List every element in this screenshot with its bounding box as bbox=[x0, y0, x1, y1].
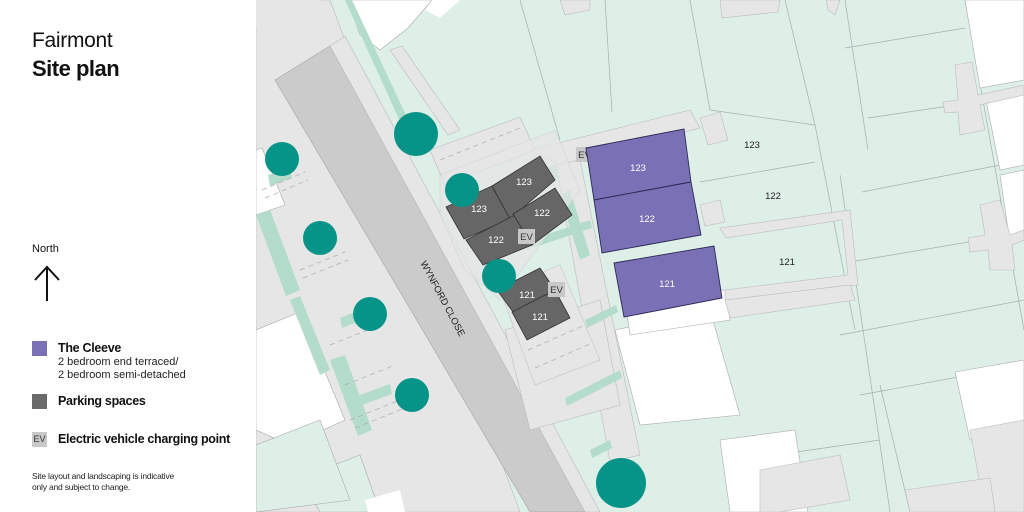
cleeve-swatch bbox=[32, 341, 47, 356]
house-label: 121 bbox=[659, 279, 675, 290]
north-arrow-icon bbox=[34, 265, 60, 301]
garden-label: 121 bbox=[779, 257, 795, 268]
garden-label: 122 bbox=[765, 191, 781, 202]
tree-icons bbox=[265, 112, 646, 508]
legend-title: Parking spaces bbox=[58, 394, 146, 408]
house-label: 123 bbox=[630, 163, 646, 174]
ev-label: EV bbox=[550, 285, 563, 296]
ev-swatch: EV bbox=[32, 432, 47, 447]
disclaimer-line: Site layout and landscaping is indicativ… bbox=[32, 471, 175, 481]
legend-item-cleeve: The Cleeve 2 bedroom end terraced/ 2 bed… bbox=[32, 341, 186, 382]
legend-panel: Fairmont Site plan North The Cleeve 2 be… bbox=[0, 0, 256, 512]
house-label: 122 bbox=[639, 214, 655, 225]
parking-swatch bbox=[32, 394, 47, 409]
site-map-canvas: 123 123 122 122 121 121 EV EV EV 123 122 bbox=[256, 0, 1024, 512]
page-title: Site plan bbox=[32, 56, 120, 81]
legend-item-ev: EV Electric vehicle charging point bbox=[32, 432, 230, 447]
parking-label: 121 bbox=[519, 290, 535, 301]
legend-title: Electric vehicle charging point bbox=[58, 432, 230, 446]
development-name: Fairmont bbox=[32, 29, 113, 52]
parking-label: 121 bbox=[532, 312, 548, 323]
legend-title: The Cleeve bbox=[58, 341, 122, 355]
site-map[interactable]: 123 123 122 122 121 121 EV EV EV 123 122 bbox=[256, 0, 1024, 512]
parking-label: 123 bbox=[471, 204, 487, 215]
parking-label: 122 bbox=[534, 208, 550, 219]
legend-item-parking: Parking spaces bbox=[32, 394, 146, 409]
parking-label: 123 bbox=[516, 177, 532, 188]
north-label: North bbox=[32, 243, 59, 255]
garden-label: 123 bbox=[744, 140, 760, 151]
legend-subtitle: 2 bedroom semi-detached bbox=[58, 369, 186, 381]
ev-label: EV bbox=[578, 150, 591, 161]
legend-subtitle: 2 bedroom end terraced/ bbox=[58, 356, 179, 368]
ev-label: EV bbox=[520, 232, 533, 243]
disclaimer: Site layout and landscaping is indicativ… bbox=[32, 471, 174, 493]
parking-label: 122 bbox=[488, 235, 504, 246]
disclaimer-line: only and subject to change. bbox=[32, 482, 131, 492]
